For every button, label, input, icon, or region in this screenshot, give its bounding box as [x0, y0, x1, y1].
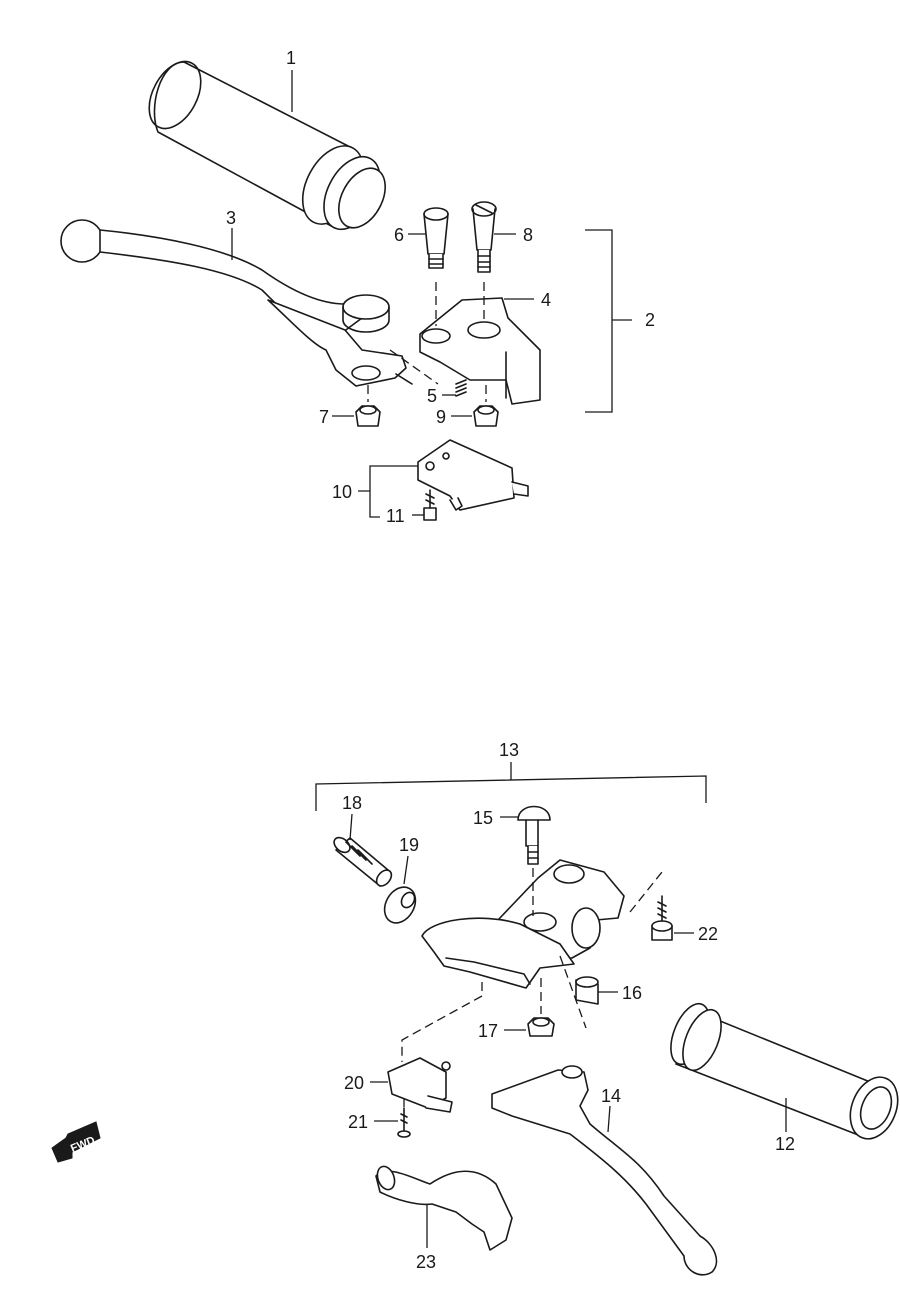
callout-3: 3: [226, 208, 236, 228]
callout-16: 16: [622, 983, 642, 1003]
part-17-nut: [527, 1017, 555, 1037]
callout-14: 14: [601, 1086, 621, 1106]
part-9-nut: [473, 405, 499, 427]
part-3-lever: [60, 219, 413, 387]
part-8-bolt: [471, 201, 497, 273]
bracket-2: [585, 229, 632, 413]
callout-8: 8: [523, 225, 533, 245]
callout-22: 22: [698, 924, 718, 944]
callout-1: 1: [286, 48, 296, 68]
callout-7: 7: [319, 407, 329, 427]
bracket-13: [315, 762, 707, 811]
leader-19: [403, 855, 409, 885]
leader-18: [349, 813, 353, 841]
callout-9: 9: [436, 407, 446, 427]
part-6-pivot-bolt: [423, 207, 449, 269]
part-21-screw: [397, 1107, 411, 1138]
callout-2: 2: [645, 310, 655, 330]
part-13-bracket-body: [421, 859, 625, 989]
callout-13: 13: [499, 740, 519, 760]
part-5-spring: [455, 379, 467, 397]
callout-21: 21: [348, 1112, 368, 1132]
fwd-arrow-icon: FWD: [51, 1121, 101, 1163]
part-12-grip-right: [670, 1002, 899, 1140]
part-15-pivot-bolt: [517, 805, 551, 865]
part-14-brake-lever: [491, 1065, 718, 1276]
callout-5: 5: [427, 386, 437, 406]
callout-10: 10: [332, 482, 352, 502]
leader-14: [607, 1105, 611, 1133]
callout-17: 17: [478, 1021, 498, 1041]
callout-19: 19: [399, 835, 419, 855]
part-20-switch: [387, 1057, 453, 1113]
part-11-screw: [423, 489, 437, 521]
callout-20: 20: [344, 1073, 364, 1093]
callout-6: 6: [394, 225, 404, 245]
part-10-switch: [417, 439, 529, 511]
part-16-bushing: [575, 976, 599, 1005]
callout-23: 23: [416, 1252, 436, 1272]
part-7-nut: [355, 405, 381, 427]
part-19-locknut: [383, 886, 417, 924]
part-18-adjuster: [333, 836, 393, 887]
assembly-line-switch: [401, 995, 483, 1062]
callout-18: 18: [342, 793, 362, 813]
assembly-line-16: [559, 955, 587, 1029]
callout-15: 15: [473, 808, 493, 828]
bracket-10: [358, 465, 418, 518]
part-1-grip-left: [148, 60, 386, 231]
part-22-bolt: [651, 895, 673, 941]
callout-12: 12: [775, 1134, 795, 1154]
part-23-lever-cover: [375, 1165, 513, 1251]
part-4-bracket: [419, 297, 541, 405]
callout-4: 4: [541, 290, 551, 310]
assembly-line-22: [629, 871, 663, 913]
callout-11: 11: [386, 506, 405, 526]
assembly-line-lever: [389, 349, 439, 385]
